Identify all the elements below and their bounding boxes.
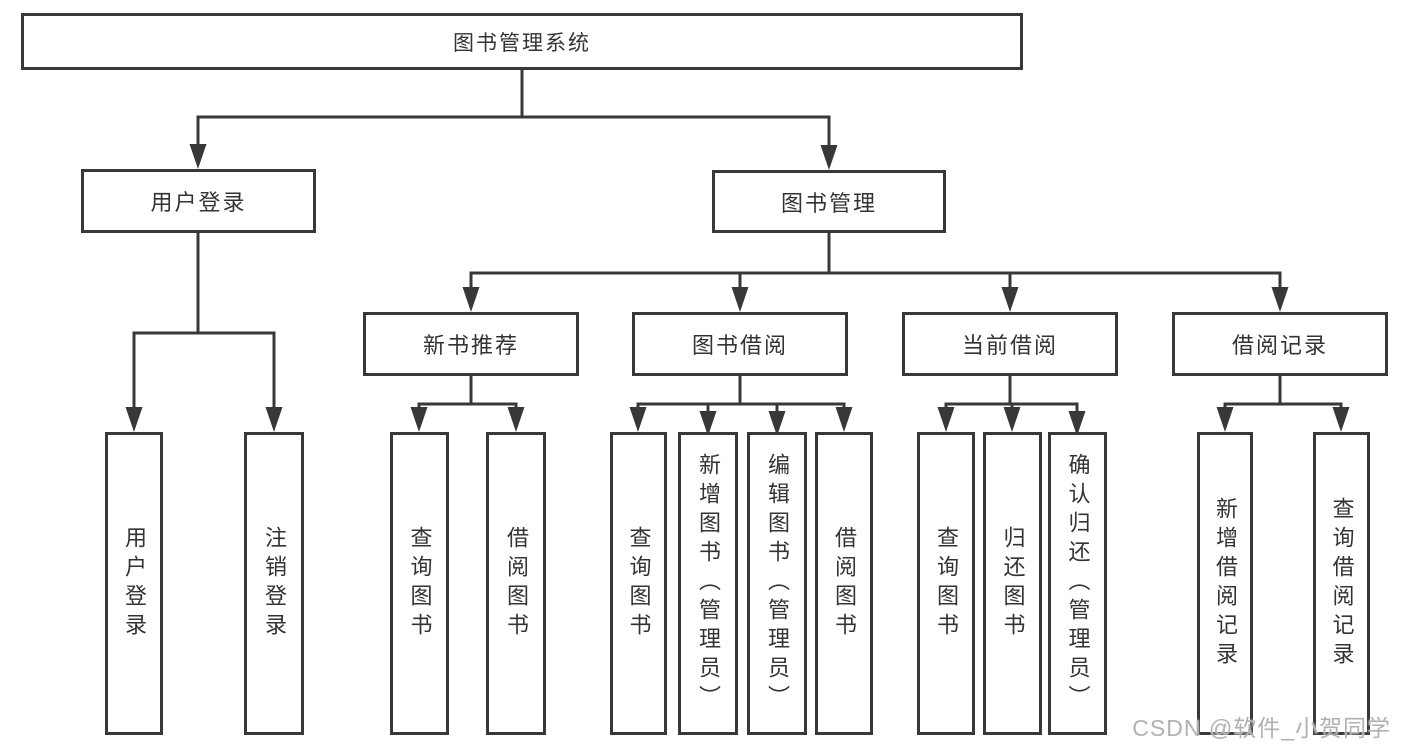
leaf-label: 用户登录 bbox=[122, 525, 147, 642]
leaf-label: 借阅图书 bbox=[832, 525, 857, 642]
node-label: 借阅记录 bbox=[1231, 333, 1328, 358]
leaf-query-books-recommend: 查询图书 bbox=[390, 432, 449, 735]
node-library-management-system: 图书管理系统 bbox=[21, 13, 1023, 70]
leaf-label: 查询图书 bbox=[407, 525, 433, 642]
watermark: CSDN @软件_小贺同学 bbox=[1132, 715, 1391, 741]
node-label: 当前借阅 bbox=[961, 333, 1058, 358]
leaf-label: 查询图书 bbox=[934, 525, 959, 642]
node-borrowing-records: 借阅记录 bbox=[1172, 312, 1388, 376]
leaf-user-login: 用户登录 bbox=[105, 432, 163, 735]
leaf-edit-books-admin: 编辑图书（管理员） bbox=[747, 432, 807, 735]
leaf-label: 借阅图书 bbox=[504, 525, 529, 642]
leaf-label: 确认归还（管理员） bbox=[1065, 453, 1091, 714]
node-book-management-branch: 图书管理 bbox=[712, 170, 946, 233]
node-label: 图书管理 bbox=[780, 190, 877, 216]
leaf-label: 新增图书（管理员） bbox=[696, 453, 721, 714]
leaf-label: 新增借阅记录 bbox=[1213, 496, 1238, 671]
leaf-add-borrow-record: 新增借阅记录 bbox=[1197, 432, 1253, 735]
leaf-logout: 注销登录 bbox=[244, 432, 304, 735]
node-label: 图书借阅 bbox=[691, 333, 788, 358]
node-new-book-recommendation: 新书推荐 bbox=[363, 312, 579, 376]
leaf-query-borrow-record: 查询借阅记录 bbox=[1313, 432, 1370, 735]
node-label: 用户登录 bbox=[150, 190, 247, 215]
node-user-login-branch: 用户登录 bbox=[81, 169, 316, 233]
leaf-query-books-current: 查询图书 bbox=[917, 432, 975, 735]
leaf-label: 查询借阅记录 bbox=[1329, 496, 1355, 671]
leaf-label: 编辑图书（管理员） bbox=[765, 453, 790, 714]
leaf-add-books-admin: 新增图书（管理员） bbox=[678, 432, 738, 735]
leaf-label: 注销登录 bbox=[262, 525, 287, 642]
leaf-label: 查询图书 bbox=[626, 525, 652, 642]
leaf-return-books: 归还图书 bbox=[983, 432, 1042, 735]
leaf-query-books-borrowing: 查询图书 bbox=[610, 432, 667, 735]
node-current-borrowing: 当前借阅 bbox=[902, 312, 1118, 376]
node-book-borrowing: 图书借阅 bbox=[632, 312, 848, 376]
leaf-label: 归还图书 bbox=[1000, 525, 1026, 642]
node-label: 新书推荐 bbox=[422, 333, 519, 358]
leaf-borrow-books-borrowing: 借阅图书 bbox=[815, 432, 873, 735]
node-label: 图书管理系统 bbox=[453, 31, 591, 55]
leaf-confirm-return-admin: 确认归还（管理员） bbox=[1048, 432, 1107, 735]
leaf-borrow-books-recommend: 借阅图书 bbox=[486, 432, 546, 735]
